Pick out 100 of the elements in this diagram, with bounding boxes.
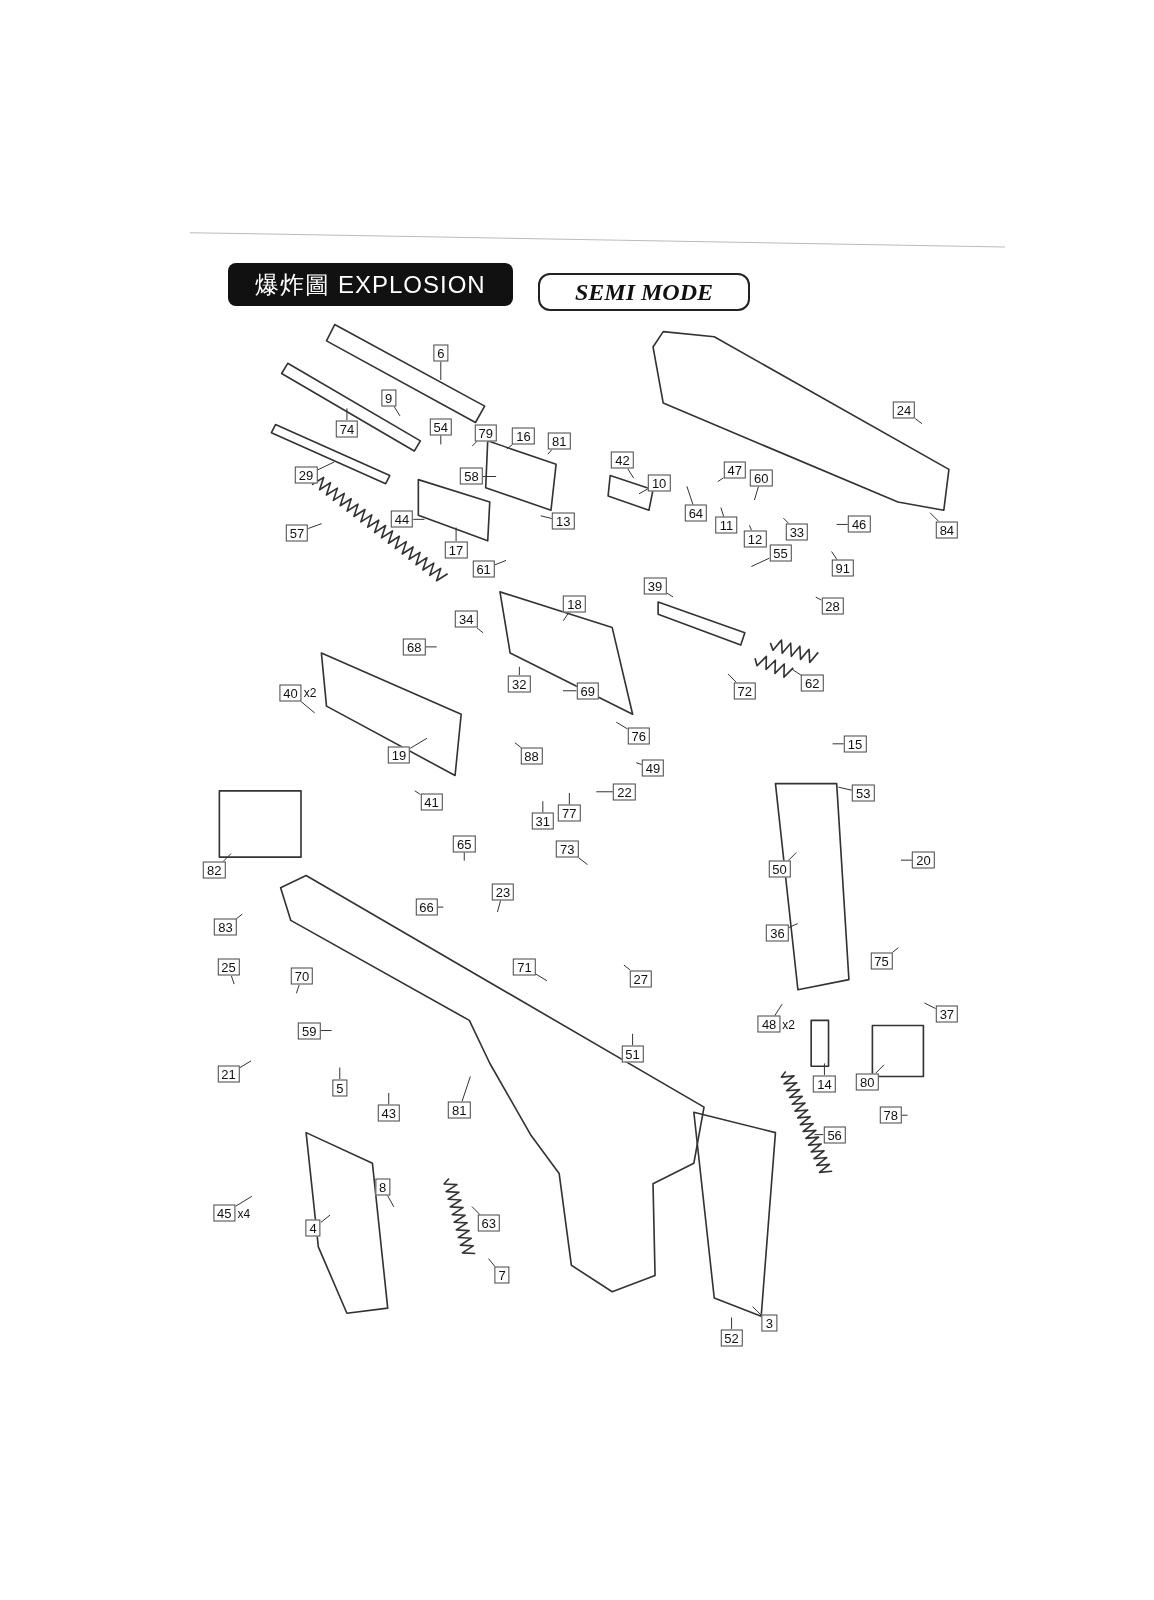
callout-number: 61 bbox=[472, 560, 495, 578]
callout-number: 6 bbox=[433, 344, 449, 362]
callout-number: 36 bbox=[766, 924, 789, 942]
leader-line bbox=[815, 596, 822, 601]
callout-number: 47 bbox=[723, 461, 746, 479]
leader-line bbox=[320, 1214, 331, 1223]
callout-number: 18 bbox=[563, 595, 586, 613]
leader-line bbox=[535, 973, 548, 982]
leader-line bbox=[595, 791, 614, 793]
leader-line bbox=[568, 792, 570, 806]
leader-line bbox=[727, 673, 737, 683]
leader-line bbox=[731, 1316, 733, 1330]
leader-line bbox=[788, 923, 799, 929]
leader-line bbox=[562, 612, 570, 622]
callout-number: 50 bbox=[768, 860, 791, 878]
callout-number: 32 bbox=[508, 675, 531, 693]
leader-line bbox=[638, 488, 649, 495]
callout-number: 3 bbox=[761, 1314, 777, 1332]
callout-number: 84 bbox=[935, 521, 959, 539]
leader-line bbox=[437, 906, 444, 908]
leader-line bbox=[295, 984, 300, 994]
callout-number: 82 bbox=[203, 861, 226, 879]
callout-number: 16 bbox=[512, 427, 535, 445]
callout-number: 15 bbox=[843, 735, 867, 753]
leader-line bbox=[632, 1033, 634, 1046]
leader-line bbox=[891, 947, 899, 954]
callout-number: 81 bbox=[547, 432, 571, 450]
quantity-label: x2 bbox=[303, 685, 317, 700]
callout-number: 78 bbox=[879, 1106, 902, 1124]
leader-line bbox=[838, 786, 853, 791]
callout-number: 75 bbox=[870, 952, 893, 970]
leader-line bbox=[750, 557, 770, 567]
callout-number: 79 bbox=[474, 424, 497, 442]
callout-number: 70 bbox=[290, 967, 314, 985]
callout-number: 52 bbox=[720, 1329, 743, 1347]
leader-line bbox=[514, 742, 522, 749]
leader-line bbox=[307, 523, 323, 530]
leader-line bbox=[463, 851, 465, 862]
callout-number: 23 bbox=[491, 883, 515, 901]
leader-line bbox=[562, 690, 577, 692]
callout-number: 58 bbox=[460, 468, 483, 485]
callout-number: 60 bbox=[749, 469, 773, 486]
callout-number: 77 bbox=[558, 804, 581, 822]
callout-number: 76 bbox=[627, 727, 650, 745]
callout-number: 64 bbox=[684, 504, 708, 522]
leader-line bbox=[923, 1002, 937, 1010]
callout-number: 57 bbox=[285, 524, 309, 542]
callout-number: 49 bbox=[641, 759, 665, 777]
leader-line bbox=[461, 1075, 471, 1103]
callout-number: 29 bbox=[294, 466, 318, 484]
callout-number: 54 bbox=[429, 418, 452, 435]
callout-number: 45 bbox=[213, 1204, 236, 1222]
leader-line bbox=[748, 524, 752, 531]
callout-number: 12 bbox=[743, 530, 767, 548]
callout-number: 72 bbox=[733, 682, 757, 700]
callout-number: 73 bbox=[556, 840, 579, 858]
leader-line bbox=[752, 1306, 763, 1317]
callout-number: 31 bbox=[531, 812, 555, 830]
leader-line bbox=[409, 737, 428, 749]
callout-number: 33 bbox=[785, 523, 809, 541]
leader-line bbox=[440, 361, 442, 381]
leader-line bbox=[782, 517, 789, 524]
callout-number: 81 bbox=[447, 1101, 471, 1119]
leader-line bbox=[901, 1114, 909, 1116]
callout-number: 53 bbox=[851, 784, 875, 802]
callout-number: 63 bbox=[477, 1214, 500, 1232]
callout-number: 13 bbox=[552, 512, 575, 530]
callout-number: 88 bbox=[520, 747, 543, 765]
leader-line bbox=[388, 1092, 390, 1106]
leader-line bbox=[496, 899, 502, 913]
leader-line bbox=[813, 1134, 824, 1136]
leader-line bbox=[494, 559, 507, 566]
callout-number: 74 bbox=[335, 420, 359, 438]
callout-number: 48 bbox=[757, 1015, 781, 1033]
quantity-label: x2 bbox=[782, 1017, 796, 1032]
leader-line bbox=[627, 468, 635, 479]
leader-line bbox=[753, 485, 760, 501]
leader-line bbox=[577, 856, 588, 866]
leader-line bbox=[488, 1258, 496, 1268]
leader-line bbox=[455, 527, 457, 542]
callout-number: 69 bbox=[576, 682, 599, 700]
leader-line bbox=[412, 518, 425, 520]
callout-number: 42 bbox=[611, 451, 634, 469]
callout-number: 39 bbox=[643, 577, 667, 595]
leader-line bbox=[540, 515, 553, 520]
leader-line bbox=[787, 852, 797, 862]
leader-line bbox=[823, 1062, 825, 1076]
callout-number: 56 bbox=[823, 1126, 846, 1144]
leader-line bbox=[836, 523, 849, 525]
callout-number: 91 bbox=[831, 559, 855, 577]
leader-line bbox=[791, 668, 802, 676]
callout-number: 8 bbox=[375, 1178, 391, 1196]
callout-number: 44 bbox=[390, 510, 414, 528]
callout-number: 5 bbox=[332, 1079, 348, 1097]
leader-line bbox=[239, 1060, 252, 1069]
leader-line bbox=[482, 476, 497, 477]
leader-line bbox=[900, 859, 913, 861]
callout-number: 22 bbox=[613, 783, 636, 801]
callout-number: 46 bbox=[847, 515, 871, 533]
callout-number: 80 bbox=[856, 1073, 879, 1091]
